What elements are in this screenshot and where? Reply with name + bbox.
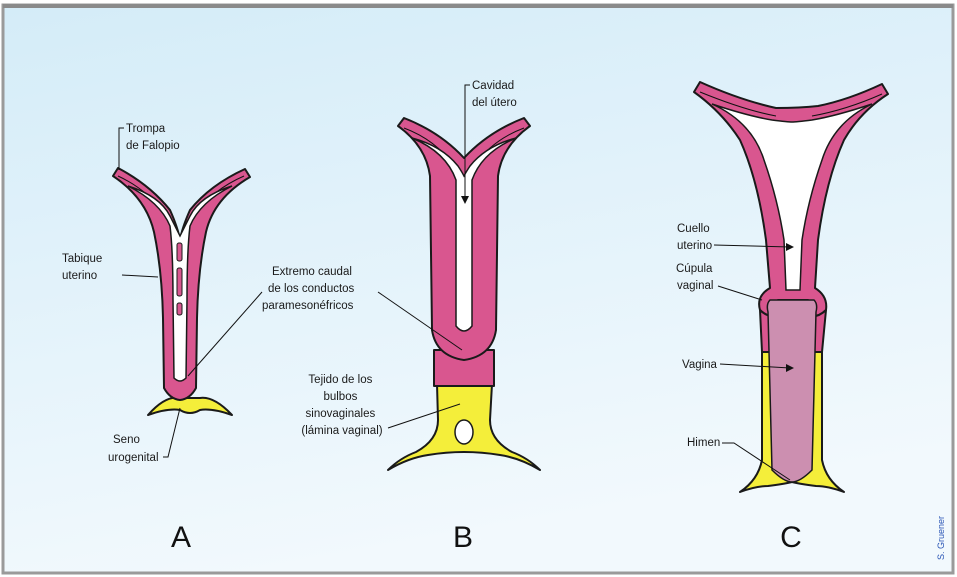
label-tejido-line-3: sinovaginales: [306, 408, 376, 420]
label-seno-line-2: urogenital: [108, 452, 159, 464]
label-cupula-line-2: vaginal: [677, 280, 713, 292]
label-cavidad-line-2: del útero: [472, 97, 517, 109]
label-extremo-line-2: de los conductos: [268, 283, 355, 295]
label-extremo-line-3: paramesonéfricos: [262, 300, 354, 312]
label-extremo-line-1: Extremo caudal: [272, 266, 352, 278]
panel-a-letter: A: [171, 521, 191, 554]
label-cuello-line-2: uterino: [677, 240, 712, 252]
label-extremo: Extremo caudal de los conductos parameso…: [262, 266, 358, 312]
panel-c-letter: C: [780, 521, 802, 554]
panel-c-vaginal-lumen: [767, 300, 816, 482]
label-himen: Himen: [687, 437, 720, 449]
label-tejido-line-1: Tejido de los: [308, 374, 372, 386]
label-trompa-line-1: Trompa: [126, 123, 166, 135]
label-tejido-line-2: bulbos: [323, 391, 357, 403]
label-seno-line-1: Seno: [113, 434, 140, 446]
panel-b-lumen-hole: [455, 420, 473, 444]
panel-a-septum-3: [177, 303, 182, 315]
label-tejido-line-4: (lámina vaginal): [301, 425, 382, 437]
panel-b-letter: B: [453, 521, 473, 554]
label-tabique-line-1: Tabique: [62, 253, 102, 265]
panel-a-septum-1: [177, 243, 182, 261]
label-vagina: Vagina: [682, 359, 718, 371]
label-tabique-line-2: uterino: [62, 270, 97, 282]
label-cupula-line-1: Cúpula: [676, 263, 713, 275]
label-cavidad-line-1: Cavidad: [472, 80, 514, 92]
label-trompa-line-2: de Falopio: [126, 140, 180, 152]
panel-a-septum-2: [177, 268, 182, 296]
label-cuello-line-1: Cuello: [677, 223, 710, 235]
credit-text: S. Gruener: [936, 516, 946, 560]
